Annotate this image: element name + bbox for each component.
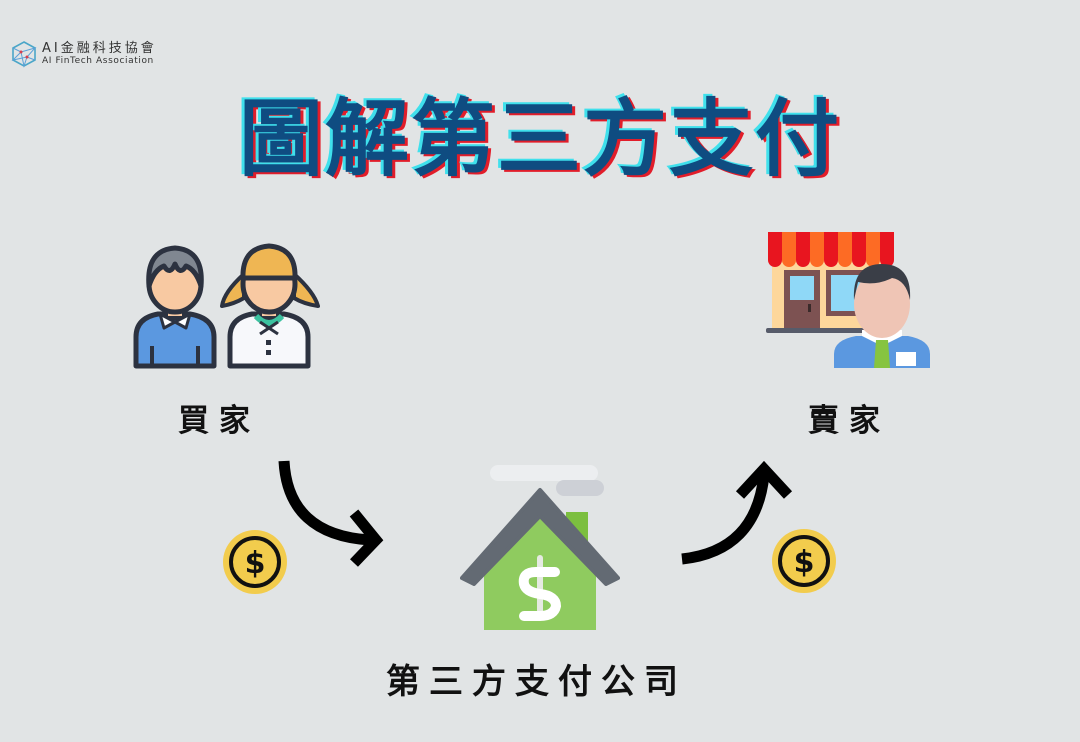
shopkeeper-store-icon [766,232,930,368]
two-people-icon [133,243,320,369]
arrow-company-to-seller-icon [681,460,793,565]
buyer-label: 買家 [178,403,260,439]
company-label: 第三方支付公司 [386,662,687,702]
seller-label: 賣家 [808,403,890,439]
logo-name-cn: AI金融科技協會 [42,41,157,56]
svg-text:$: $ [245,546,266,581]
dollar-coin-icon: $ [772,529,836,593]
logo-name-en: AI FinTech Association [42,56,154,66]
association-logo: AI金融科技協會 AI FinTech Association [10,40,157,68]
house-dollar-icon [460,465,620,630]
page-title: 圖解第三方支付 [238,90,841,188]
dollar-coin-icon: $ [223,530,287,594]
hexagon-network-icon [11,41,37,68]
svg-text:$: $ [794,545,815,580]
arrow-buyer-to-company-icon [278,460,384,567]
